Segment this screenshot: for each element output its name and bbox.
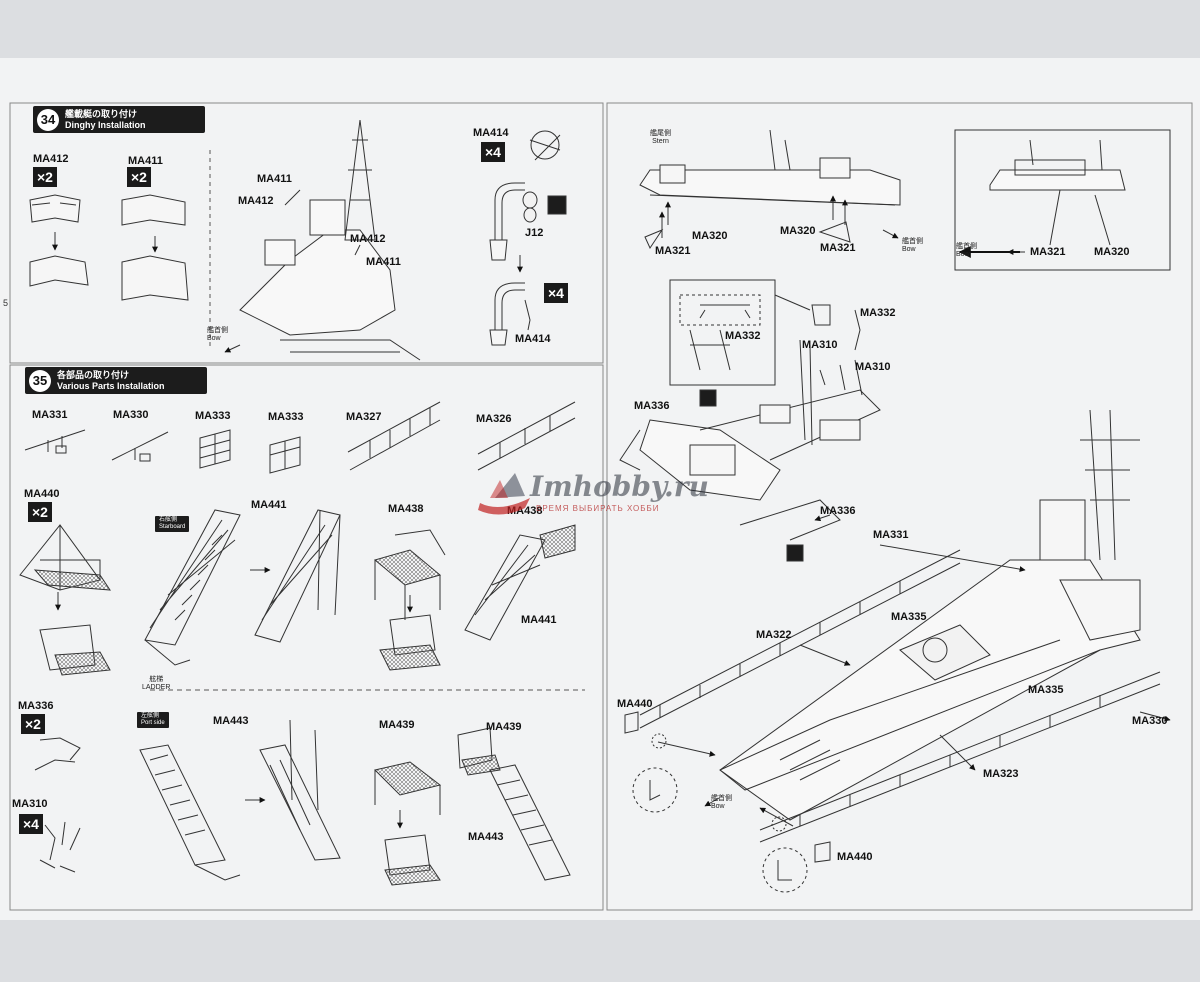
qty-ma412: ×2 <box>33 167 57 187</box>
watermark-logo-icon <box>478 473 530 515</box>
watermark-text: Imhobby.ru <box>530 470 709 503</box>
label-ma331-b: MA331 <box>873 529 909 541</box>
plate-ma411 <box>121 194 189 301</box>
label-ma310-a: MA310 <box>12 798 48 810</box>
label-ma411-a: MA411 <box>128 155 163 167</box>
label-ma332-a: MA332 <box>725 330 761 342</box>
label-ma439-b: MA439 <box>486 721 522 733</box>
ladders-starboard <box>144 509 576 671</box>
step-34-title-jp: 艦載艇の取り付け <box>65 108 138 119</box>
label-ma438-a: MA438 <box>388 503 424 515</box>
label-ma440-b: MA440 <box>617 698 653 710</box>
label-ma327: MA327 <box>346 411 382 423</box>
label-ma336-c: MA336 <box>820 505 856 517</box>
step-35-number: 35 <box>29 369 51 392</box>
label-ma331-a: MA331 <box>32 409 68 421</box>
label-ma412-b: MA412 <box>238 195 274 207</box>
label-ma332-b: MA332 <box>860 307 896 319</box>
label-ma441-b: MA441 <box>521 614 557 626</box>
step-35-title-en: Various Parts Installation <box>57 380 165 391</box>
ladder-ma440 <box>19 524 111 676</box>
step-34-title-en: Dinghy Installation <box>65 119 146 130</box>
railing-parts <box>24 401 576 474</box>
label-ma326: MA326 <box>476 413 512 425</box>
panel-step-34 <box>9 102 604 364</box>
inset-detail <box>989 139 1126 255</box>
qty-ma310: ×4 <box>19 814 43 834</box>
label-ma310-b: MA310 <box>802 339 838 351</box>
label-ma411-c: MA411 <box>366 256 401 268</box>
watermark: Imhobby.ru ВРЕМЯ ВЫБИРАТЬ ХОББИ <box>470 458 730 528</box>
qty-ma411: ×2 <box>127 167 151 187</box>
label-ma443-a: MA443 <box>213 715 249 727</box>
label-j12: J12 <box>525 227 544 239</box>
label-ma320-b: MA320 <box>780 225 816 237</box>
main-hull <box>624 409 1171 893</box>
label-ma414-b: MA414 <box>515 333 551 345</box>
step-34-number: 34 <box>37 108 59 131</box>
davit-j12 <box>489 130 567 346</box>
label-ma320-a: MA320 <box>692 230 728 242</box>
ladders-port <box>139 719 571 886</box>
label-ma323: MA323 <box>983 768 1019 780</box>
page-marker: 5 <box>3 298 9 308</box>
step-35-title-jp: 各部品の取り付け <box>57 369 130 380</box>
label-ma321-b: MA321 <box>820 242 856 254</box>
small-parts <box>34 737 81 873</box>
ship-bridge-34 <box>224 119 421 361</box>
qty-ma414-a: ×4 <box>481 142 505 162</box>
qty-ma336: ×2 <box>21 714 45 734</box>
label-ma335-b: MA335 <box>1028 684 1064 696</box>
label-ma320-c: MA320 <box>1094 246 1130 258</box>
label-ma412-c: MA412 <box>350 233 386 245</box>
label-ma443-b: MA443 <box>468 831 504 843</box>
plate-ma412 <box>29 194 89 287</box>
panel-right <box>606 102 1193 911</box>
label-ma414-a: MA414 <box>473 127 509 139</box>
label-ma439-a: MA439 <box>379 719 415 731</box>
qty-ma440: ×2 <box>28 502 52 522</box>
label-ma411-b: MA411 <box>257 173 292 185</box>
label-ma321-a: MA321 <box>655 245 691 257</box>
watermark-tagline: ВРЕМЯ ВЫБИРАТЬ ХОББИ <box>536 504 660 513</box>
instruction-sheet <box>0 58 1200 920</box>
stern-deck <box>639 129 901 250</box>
label-ma440-a: MA440 <box>24 488 60 500</box>
label-ma441-a: MA441 <box>251 499 287 511</box>
label-ma330-b: MA330 <box>1132 715 1168 727</box>
label-ma336-a: MA336 <box>18 700 54 712</box>
stern-assembly <box>619 279 881 562</box>
label-ma322: MA322 <box>756 629 792 641</box>
label-ma330-a: MA330 <box>113 409 149 421</box>
label-ma321-c: MA321 <box>1030 246 1066 258</box>
label-ma440-c: MA440 <box>837 851 873 863</box>
panel-step-35 <box>9 364 604 911</box>
label-ma336-b: MA336 <box>634 400 670 412</box>
label-ma310-c: MA310 <box>855 361 891 373</box>
inset-box <box>954 129 1171 271</box>
label-ma335-a: MA335 <box>891 611 927 623</box>
label-ma333-a: MA333 <box>195 410 231 422</box>
label-ma412-a: MA412 <box>33 153 69 165</box>
label-ma333-b: MA333 <box>268 411 304 423</box>
qty-ma414-b: ×4 <box>544 283 568 303</box>
